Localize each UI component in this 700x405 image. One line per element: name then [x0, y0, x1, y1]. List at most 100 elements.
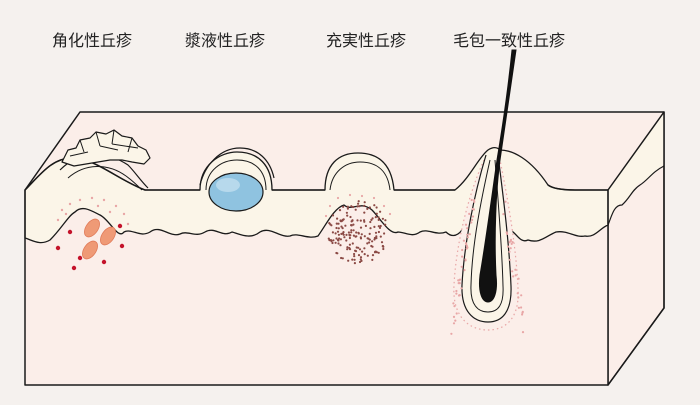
halo-dot	[471, 219, 473, 221]
infiltrate-dot	[332, 239, 334, 241]
infiltrate-dot	[332, 231, 334, 233]
halo-dot	[518, 307, 520, 309]
infiltrate-dot	[343, 236, 345, 238]
halo-dot	[509, 259, 511, 261]
infiltrate-dot	[353, 229, 355, 231]
infiltrate-dot	[340, 257, 342, 259]
infiltrate-dot	[360, 236, 362, 238]
infiltrate-dot	[379, 211, 381, 213]
infiltrate-dot	[348, 231, 350, 233]
halo-dot	[463, 240, 465, 242]
infiltrate-dot	[370, 219, 372, 221]
infiltrate-dot	[336, 252, 338, 254]
infiltrate-dot	[374, 251, 376, 253]
infiltrate-dot	[357, 205, 359, 207]
infiltrate-dot	[345, 239, 347, 241]
halo-dot	[469, 233, 471, 235]
infiltrate-dot	[340, 233, 342, 235]
infiltrate-dot	[337, 242, 339, 244]
halo-dot	[520, 294, 522, 296]
halo-dot	[466, 248, 468, 250]
infiltrate-dot	[363, 205, 365, 207]
infiltrate-dot	[358, 200, 360, 202]
halo-dot	[510, 247, 512, 249]
halo-dot	[522, 331, 524, 333]
infiltrate-dot	[357, 203, 359, 205]
infiltrate-dot	[351, 259, 353, 261]
infiltrate-dot	[366, 208, 368, 210]
halo-dot	[465, 242, 467, 244]
halo-dot	[464, 258, 466, 260]
infiltrate-dot	[337, 239, 339, 241]
halo-dot	[517, 292, 519, 294]
infiltrate-dot	[369, 221, 371, 223]
halo-dot	[510, 239, 512, 241]
infiltrate-dot	[382, 245, 384, 247]
infiltrate-dot	[367, 237, 369, 239]
infiltrate-dot	[360, 227, 362, 229]
fluid-vesicle	[209, 173, 263, 211]
halo-dot	[466, 234, 468, 236]
infiltrate-dot	[363, 219, 365, 221]
infiltrate-dot	[336, 218, 338, 220]
infiltrate-dot	[383, 232, 385, 234]
infiltrate-dot	[328, 222, 330, 224]
infiltrate-dot	[335, 227, 337, 229]
halo-dot	[467, 236, 469, 238]
halo-dot	[453, 305, 455, 307]
infiltrate-dot	[338, 234, 340, 236]
infiltrate-dot	[337, 231, 339, 233]
halo-dot	[452, 302, 454, 304]
infiltrate-dot	[364, 235, 366, 237]
infiltrate-dot	[364, 253, 366, 255]
infiltrate-dot	[363, 212, 365, 214]
halo-dot	[502, 213, 504, 215]
infiltrate-dot	[350, 224, 352, 226]
infiltrate-dot	[346, 248, 348, 250]
infiltrate-dot	[332, 214, 334, 216]
halo-dot	[461, 256, 463, 258]
infiltrate-dot	[369, 206, 371, 208]
halo-dot	[517, 296, 519, 298]
infiltrate-dot	[353, 235, 355, 237]
halo-dot	[473, 199, 475, 201]
halo-dot	[455, 293, 457, 295]
infiltrate-dot	[352, 206, 354, 208]
halo-dot	[468, 213, 470, 215]
infiltrate-dot	[345, 234, 347, 236]
halo-dot	[459, 282, 461, 284]
halo-dot	[456, 312, 458, 314]
infiltrate-dot	[384, 219, 386, 221]
infiltrate-dot	[369, 239, 371, 241]
infiltrate-dot	[359, 248, 361, 250]
infiltrate-dot	[328, 238, 330, 240]
halo-dot	[459, 279, 461, 281]
infiltrate-dot	[382, 218, 384, 220]
halo-dot	[473, 208, 475, 210]
halo-dot	[512, 275, 514, 277]
halo-dot	[515, 274, 517, 276]
infiltrate-dot	[367, 255, 369, 257]
infiltrate-dot	[364, 201, 366, 203]
infiltrate-dot	[384, 224, 386, 226]
infiltrate-dot	[355, 231, 357, 233]
infiltrate-dot	[375, 232, 377, 234]
infiltrate-dot	[347, 208, 349, 210]
infiltrate-dot	[348, 247, 350, 249]
infiltrate-dot	[381, 241, 383, 243]
infiltrate-dot	[336, 223, 338, 225]
infiltrate-dot	[358, 232, 360, 234]
infiltrate-dot	[382, 248, 384, 250]
infiltrate-dot	[360, 258, 362, 260]
infiltrate-dot	[335, 242, 337, 244]
halo-dot	[506, 231, 508, 233]
halo-dot	[461, 266, 463, 268]
infiltrate-dot	[350, 231, 352, 233]
infiltrate-dot	[369, 227, 371, 229]
infiltrate-dot	[352, 242, 354, 244]
halo-dot	[455, 290, 457, 292]
infiltrate-dot	[360, 220, 362, 222]
infiltrate-dot	[373, 226, 375, 228]
halo-dot	[453, 316, 455, 318]
